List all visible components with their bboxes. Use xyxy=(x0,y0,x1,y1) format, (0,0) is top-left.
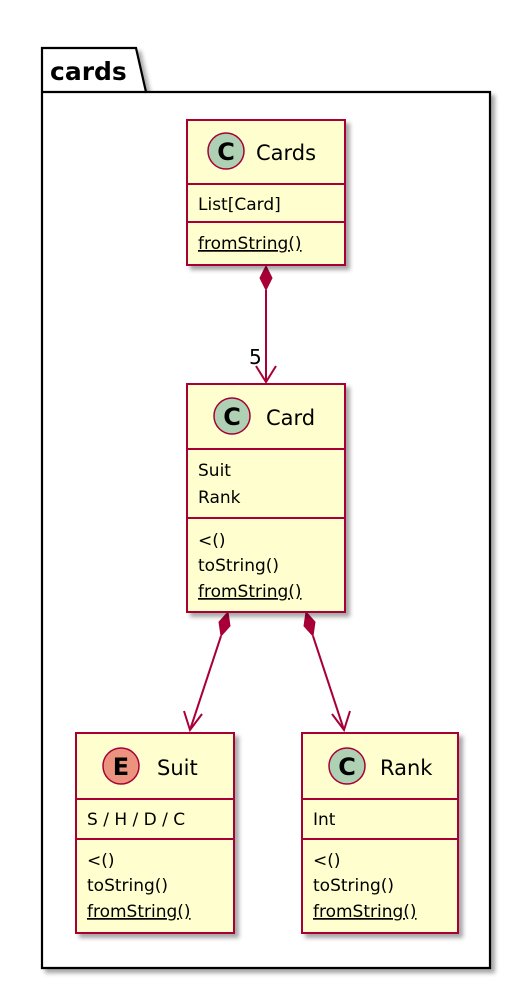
class-name: Rank xyxy=(380,756,433,780)
relation-line xyxy=(189,635,222,731)
class-attribute: List[Card] xyxy=(198,195,281,215)
class-badge-icon xyxy=(207,132,245,170)
arrow-head xyxy=(255,365,277,384)
class-box xyxy=(301,732,459,934)
class-method: toString() xyxy=(198,556,279,576)
class-attribute: Int xyxy=(313,810,336,830)
class-card[interactable]: C Card Suit Rank <() toString() fromStri… xyxy=(186,383,346,613)
relations: 5 xyxy=(183,264,351,733)
multiplicity-label: 5 xyxy=(249,345,262,369)
class-badge-icon xyxy=(328,747,366,785)
class-badge-icon xyxy=(213,397,251,435)
class-method: <() xyxy=(313,851,341,871)
package-title: cards xyxy=(50,57,127,86)
class-method: fromString() xyxy=(87,902,191,922)
class-method: <() xyxy=(198,531,226,551)
class-box xyxy=(186,383,346,613)
class-name: Card xyxy=(266,406,315,430)
class-method: toString() xyxy=(87,876,168,896)
class-method: fromString() xyxy=(313,902,417,922)
relation-line xyxy=(312,635,345,731)
class-method: toString() xyxy=(313,876,394,896)
class-rank[interactable]: C Rank Int <() toString() fromString() xyxy=(301,732,459,934)
class-name: Suit xyxy=(157,756,198,780)
class-method: fromString() xyxy=(198,582,302,602)
class-name: Cards xyxy=(256,141,316,165)
class-badge-letter: C xyxy=(223,403,241,431)
relation-card-suit xyxy=(183,610,231,733)
relation-cards-card: 5 xyxy=(249,264,277,384)
class-badge-letter: C xyxy=(217,138,235,166)
class-badge-letter: C xyxy=(338,753,356,781)
class-method: <() xyxy=(87,851,115,871)
arrow-head xyxy=(331,710,351,733)
relation-card-rank xyxy=(303,610,351,733)
class-suit[interactable]: E Suit S / H / D / C <() toString() from… xyxy=(75,732,235,934)
class-attribute: S / H / D / C xyxy=(87,810,185,830)
class-badge-letter: E xyxy=(113,753,129,781)
class-method: fromString() xyxy=(198,234,302,254)
arrow-head xyxy=(183,710,203,733)
enum-badge-icon xyxy=(102,747,140,785)
class-attribute: Suit xyxy=(198,461,231,481)
class-cards[interactable]: C Cards List[Card] fromString() xyxy=(186,119,346,266)
class-attribute: Rank xyxy=(198,488,241,508)
